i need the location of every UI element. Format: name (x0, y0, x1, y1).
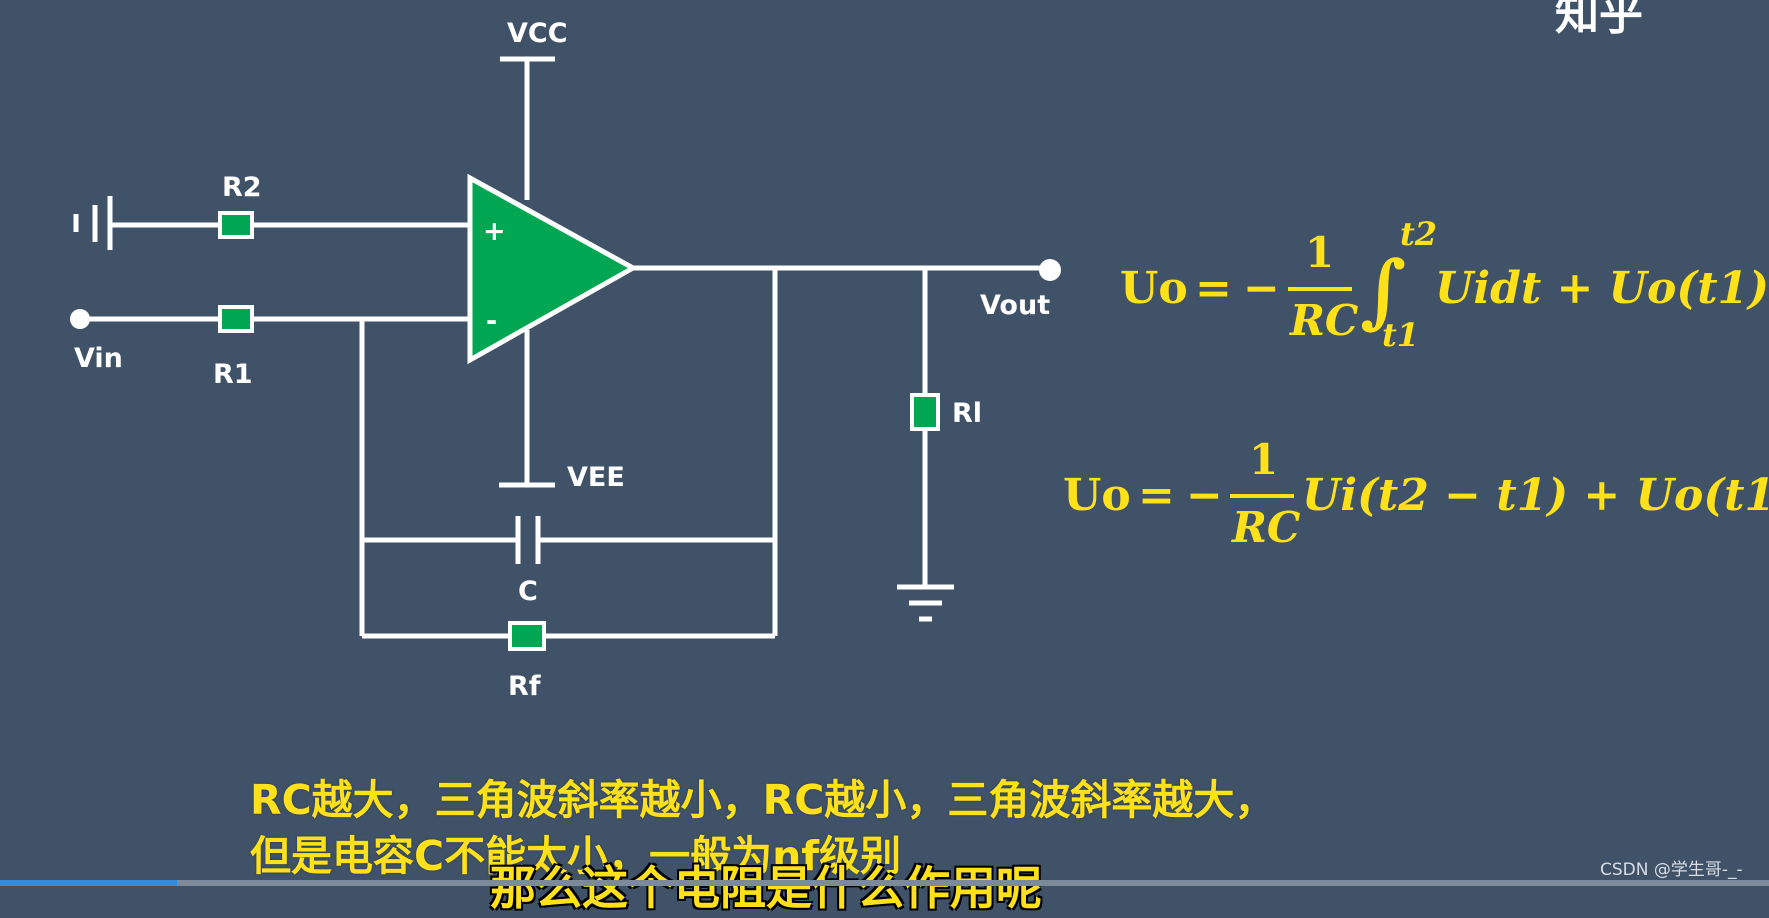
label-vcc: VCC (507, 18, 568, 49)
eq1-upper-limit: t2 (1400, 215, 1437, 253)
label-c: C (518, 576, 538, 607)
label-vout: Vout (980, 290, 1050, 321)
eq1-lhs: Uo (1120, 263, 1188, 314)
resistor-r2 (218, 211, 254, 239)
eq2-equals: = (1138, 470, 1175, 521)
eq1-integral-sign: ∫ (1360, 243, 1406, 337)
eq2-numerator: 1 (1249, 435, 1278, 484)
eq2-lhs: Uo (1063, 470, 1131, 521)
vout-terminal (1039, 259, 1061, 281)
equation-integral: Uo = − 1 RC ∫ t2 t1 Uidt + Uo(t1) (1120, 215, 1769, 354)
label-r1: R1 (213, 359, 253, 390)
label-r2: R2 (222, 172, 262, 203)
corner-watermark-text: 知乎 (1555, 0, 1643, 40)
label-vin: Vin (74, 343, 123, 374)
video-progress-fill (0, 880, 177, 886)
eq1-integrand: Uidt + Uo(t1) (1435, 263, 1769, 314)
opamp-minus-sign: - (486, 306, 497, 337)
eq1-denominator: RC (1289, 296, 1359, 345)
resistor-rl (910, 393, 940, 431)
label-vee: VEE (567, 462, 625, 493)
eq1-lower-limit: t1 (1382, 316, 1419, 354)
opamp-plus-sign: + (483, 216, 506, 247)
csdn-watermark: CSDN @学生哥-_- (1600, 860, 1743, 880)
label-rl: Rl (952, 398, 982, 429)
eq2-rhs: Ui(t2 − t1) + Uo(t1) (1302, 470, 1769, 521)
eq2-denominator: RC (1231, 503, 1301, 552)
opamp-triangle (467, 173, 639, 365)
eq2-minus: − (1186, 470, 1223, 521)
eq1-minus: − (1243, 263, 1280, 314)
caption-line-2: 但是电容C不能太小，一般为nf级别 (250, 832, 902, 880)
ground-symbol-left (73, 196, 113, 250)
resistor-rf (508, 621, 546, 651)
label-rf: Rf (508, 671, 541, 702)
video-progress-bar[interactable] (0, 880, 1769, 886)
ground-symbol-right (897, 584, 954, 622)
caption-line-1: RC越大，三角波斜率越小，RC越小，三角波斜率越大， (250, 776, 1276, 824)
circuit-diagram: + - VCC VEE R2 R1 Vin Vout Rl C Rf Uo = … (70, 18, 1769, 702)
equation-linear: Uo = − 1 RC Ui(t2 − t1) + Uo(t1) (1063, 435, 1769, 552)
eq1-numerator: 1 (1305, 228, 1334, 277)
resistor-r1 (218, 305, 254, 333)
eq1-equals: = (1195, 263, 1232, 314)
